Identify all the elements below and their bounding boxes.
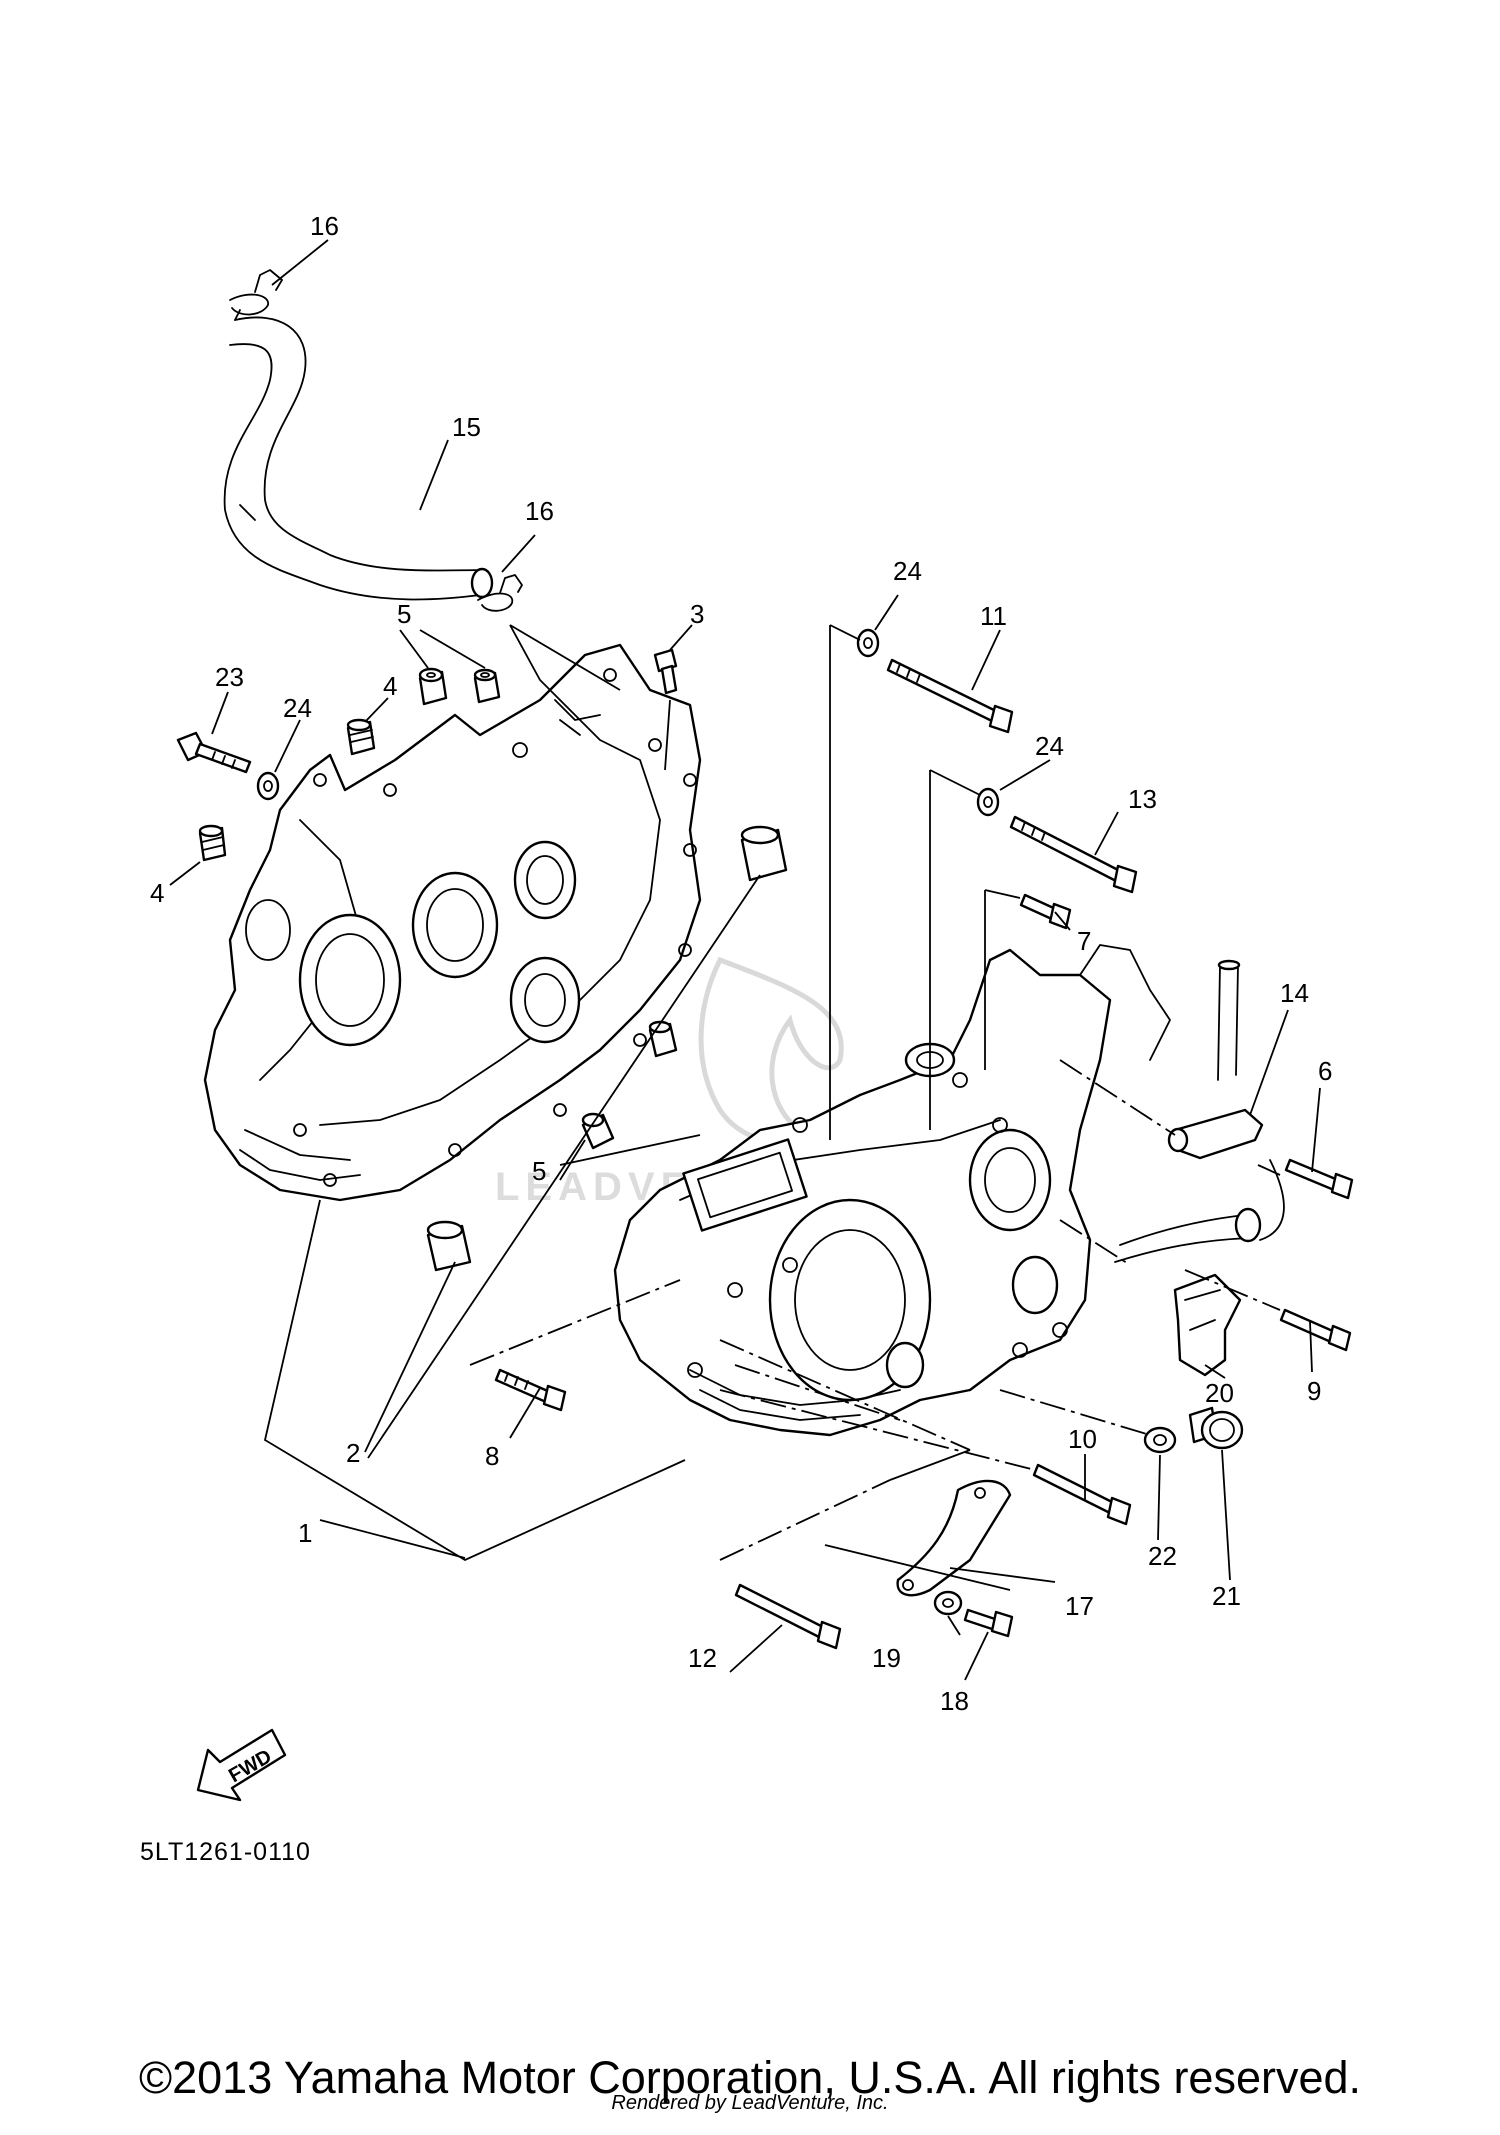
callout-5-top: 5 [397,599,411,629]
dowel-pin-2-upper [740,825,788,882]
crankcase-right-half [613,944,1171,1437]
hose-clamp-14 [1167,959,1264,1160]
dowel-pin-5-a [418,667,448,706]
dowel-pin-2-lower [426,1220,472,1272]
callout-18: 18 [940,1686,969,1716]
copyright-notice: ©2013 Yamaha Motor Corporation, U.S.A. A… [138,2052,1362,2103]
drain-plug-21 [1188,1406,1244,1450]
hose-clip-16-top [229,269,283,321]
washer-22 [1143,1426,1177,1454]
bolt-11 [886,658,1014,734]
washer-24-top [856,628,880,658]
callout-7: 7 [1077,926,1091,956]
callouts: 16 15 16 5 3 4 23 24 4 24 11 24 13 7 14 … [150,211,1332,1716]
callout-2: 2 [346,1438,360,1468]
breather-hose-15 [223,316,494,601]
bolt-3 [653,648,678,695]
hose-clip-16-bottom [477,574,523,612]
bolt-10 [1032,1463,1132,1526]
bolt-9 [1279,1308,1352,1352]
callout-6: 6 [1318,1056,1332,1086]
bolt-18 [963,1608,1014,1638]
bolt-13 [1009,815,1138,894]
callout-16-top: 16 [310,211,339,241]
callout-4-left: 4 [150,878,164,908]
callout-16-bottom: 16 [525,496,554,526]
callout-10: 10 [1068,1424,1097,1454]
callout-5-lower: 5 [532,1156,546,1186]
crankcase-left-half [203,643,702,1202]
bolt-12 [734,1583,842,1650]
drawing-code: 5LT1261-0110 [140,1838,311,1866]
plug-4-top [346,718,376,756]
callout-3: 3 [690,599,704,629]
washer-24-left [256,771,280,801]
callout-12: 12 [688,1643,717,1673]
flange-bolt-23 [176,731,252,774]
callout-24-mid: 24 [1035,731,1064,761]
plug-4-left [198,824,227,862]
callout-4-top: 4 [383,671,397,701]
leader-lines [169,239,1321,1681]
callout-23: 23 [215,662,244,692]
callout-21: 21 [1212,1581,1241,1611]
fwd-arrow-icon: FWD [196,1728,287,1802]
callout-24-top: 24 [893,556,922,586]
callout-15: 15 [452,412,481,442]
rendered-by-credit: Rendered by LeadVenture, Inc. [611,2092,889,2114]
callout-8: 8 [485,1441,499,1471]
dowel-pin-5-c [581,1112,615,1150]
callout-1: 1 [298,1518,312,1548]
callout-17: 17 [1065,1591,1094,1621]
callout-14: 14 [1280,978,1309,1008]
dowel-pin-mid [648,1020,678,1058]
washer-24-mid [976,787,1000,817]
bolt-6 [1284,1158,1354,1200]
bolt-7 [1019,893,1072,930]
callout-11: 11 [980,601,1007,631]
retainer-plate-17 [896,1479,1012,1597]
callout-24-left: 24 [283,693,312,723]
washer-19 [933,1590,963,1616]
bracket-20 [1114,1159,1285,1377]
callout-13: 13 [1128,784,1157,814]
dowel-pin-5-b [473,668,501,704]
callout-9: 9 [1307,1376,1321,1406]
callout-19: 19 [872,1643,901,1673]
callout-20: 20 [1205,1378,1234,1408]
callout-22: 22 [1148,1541,1177,1571]
